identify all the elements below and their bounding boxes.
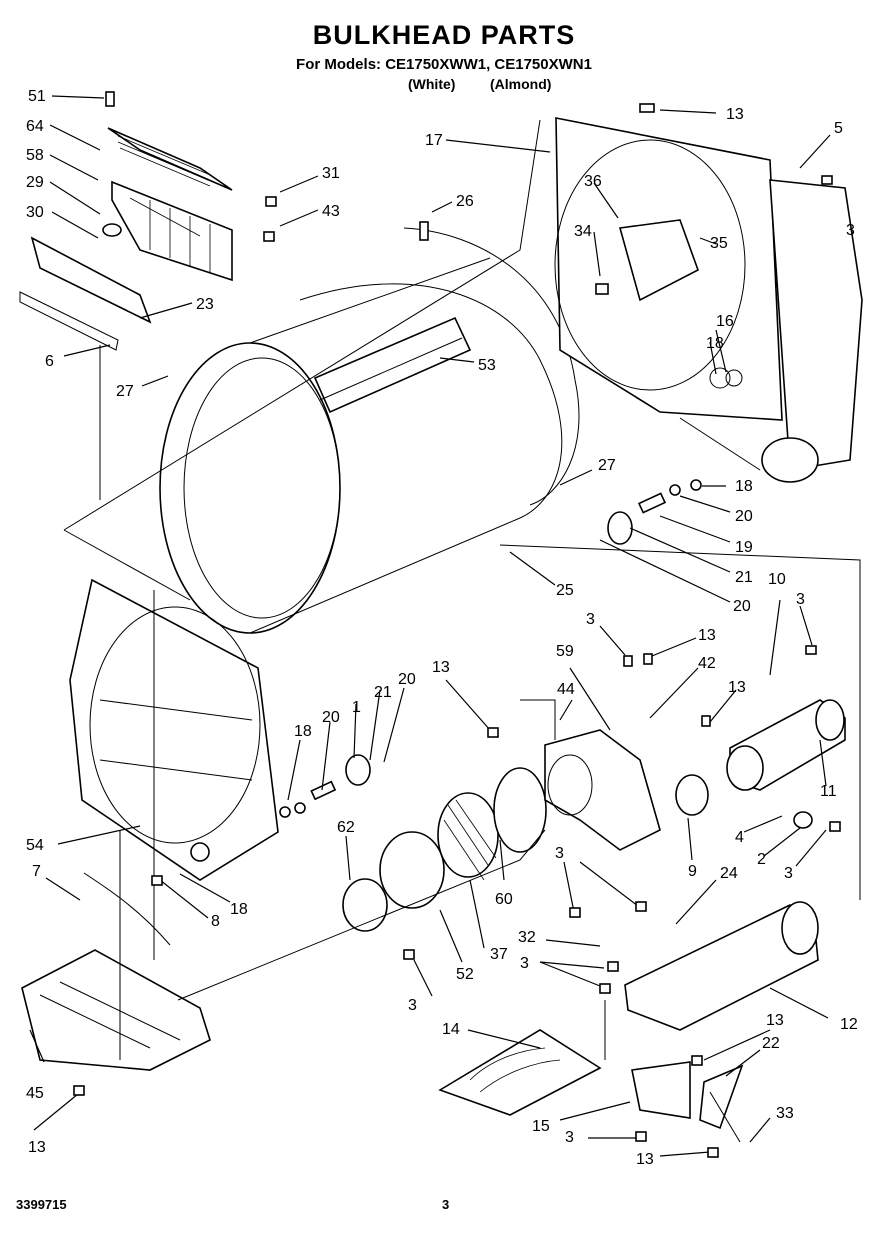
callout-36: 36	[584, 173, 602, 190]
callout-27-b: 27	[598, 457, 616, 474]
screws	[73, 175, 841, 1158]
callout-20-c: 20	[322, 709, 340, 726]
callout-3-f: 3	[520, 955, 529, 972]
callout-20-d: 20	[398, 671, 416, 688]
callout-14: 14	[442, 1021, 460, 1038]
callout-25: 25	[556, 582, 574, 599]
callout-21-a: 21	[735, 569, 753, 586]
callout-54: 54	[26, 837, 44, 854]
callout-53: 53	[478, 357, 496, 374]
callout-20-a: 20	[735, 508, 753, 525]
callout-17: 17	[425, 132, 443, 149]
callout-44: 44	[557, 681, 575, 698]
callout-3-h: 3	[408, 997, 417, 1014]
callout-3-a: 3	[846, 222, 855, 239]
callout-12: 12	[840, 1016, 858, 1033]
callout-numbers: 51 64 58 29 30 23 6 27 31 43 26 53 17 36…	[26, 88, 858, 1168]
callout-10: 10	[768, 571, 786, 588]
callout-13-c: 13	[698, 627, 716, 644]
callout-31: 31	[322, 165, 340, 182]
callout-18-b: 18	[735, 478, 753, 495]
callout-13-f: 13	[636, 1151, 654, 1168]
page-title: BULKHEAD PARTS	[312, 20, 576, 50]
callout-3-e: 3	[555, 845, 564, 862]
callout-24: 24	[720, 865, 738, 882]
callout-6: 6	[45, 353, 54, 370]
callout-13-d: 13	[728, 679, 746, 696]
callout-4: 4	[735, 829, 744, 846]
callout-3-g: 3	[565, 1129, 574, 1146]
rear-bulkhead	[554, 103, 863, 483]
alignment-lines	[63, 119, 861, 1143]
models-line: For Models: CE1750XWW1, CE1750XWN1	[296, 56, 592, 73]
callout-52: 52	[456, 966, 474, 983]
callout-18-a: 18	[706, 335, 724, 352]
callout-51: 51	[28, 88, 46, 105]
drum-support-rollers	[279, 479, 702, 818]
callout-1: 1	[352, 699, 361, 716]
callout-20-b: 20	[733, 598, 751, 615]
motor	[675, 699, 846, 829]
exhaust-duct	[21, 872, 211, 1071]
callout-7: 7	[32, 863, 41, 880]
callout-2: 2	[757, 851, 766, 868]
callout-3-c: 3	[796, 591, 805, 608]
callout-32: 32	[518, 929, 536, 946]
callout-26: 26	[456, 193, 474, 210]
lint-filter-assembly	[19, 91, 233, 351]
color-variant-white: (White)	[408, 76, 456, 92]
callout-5: 5	[834, 120, 843, 137]
callout-64: 64	[26, 118, 44, 135]
front-bulkhead	[69, 578, 279, 881]
document-number: 3399715	[16, 1197, 67, 1212]
callout-9: 9	[688, 863, 697, 880]
callout-18-d: 18	[230, 901, 248, 918]
color-variant-almond: (Almond)	[490, 76, 552, 92]
callout-42: 42	[698, 655, 716, 672]
drum	[159, 221, 580, 634]
callout-13-e: 13	[766, 1012, 784, 1029]
callout-23: 23	[196, 296, 214, 313]
callout-13-a: 13	[726, 106, 744, 123]
callout-43: 43	[322, 203, 340, 220]
callout-15: 15	[532, 1118, 550, 1135]
callout-3-b: 3	[586, 611, 595, 628]
page-number: 3	[442, 1197, 450, 1212]
callout-34: 34	[574, 223, 592, 240]
callout-37: 37	[490, 946, 508, 963]
callout-35: 35	[710, 235, 728, 252]
callout-45: 45	[26, 1085, 44, 1102]
callout-22: 22	[762, 1035, 780, 1052]
callout-21-b: 21	[374, 684, 392, 701]
callout-30: 30	[26, 204, 44, 221]
callout-13-g: 13	[28, 1139, 46, 1156]
callout-27: 27	[116, 383, 134, 400]
callout-8: 8	[211, 913, 220, 930]
callout-58: 58	[26, 147, 44, 164]
callout-16: 16	[716, 313, 734, 330]
callout-59: 59	[556, 643, 574, 660]
heater-assembly	[438, 901, 819, 1130]
callout-33: 33	[776, 1105, 794, 1122]
callout-62: 62	[337, 819, 355, 836]
leader-lines	[29, 95, 831, 1157]
callout-11: 11	[820, 783, 837, 800]
callout-3-d: 3	[784, 865, 793, 882]
callout-29: 29	[26, 174, 44, 191]
blower-assembly	[342, 729, 661, 932]
callout-13-b: 13	[432, 659, 450, 676]
callout-60: 60	[495, 891, 513, 908]
callout-18-c: 18	[294, 723, 312, 740]
callout-19: 19	[735, 539, 753, 556]
